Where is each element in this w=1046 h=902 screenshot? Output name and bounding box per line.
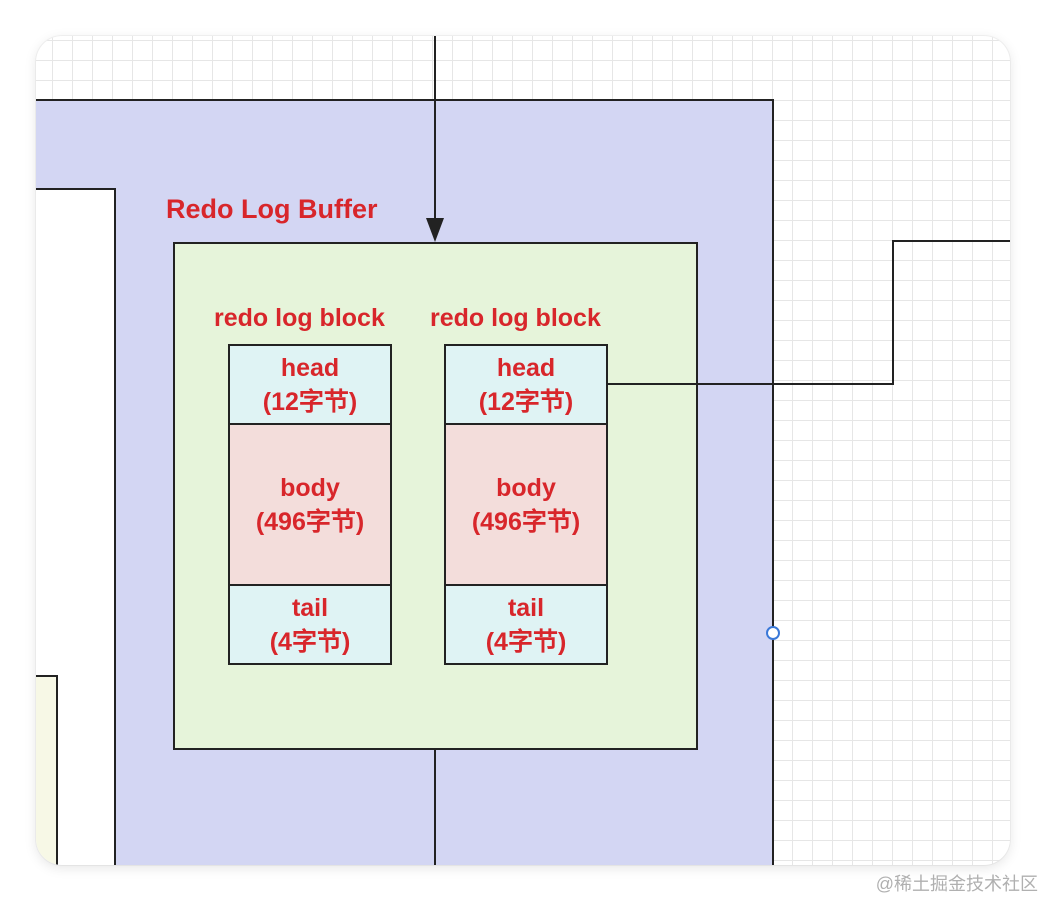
connector-line-vertical: [892, 240, 894, 385]
arrow-head-icon: [426, 218, 444, 242]
connector-line-top: [892, 240, 1010, 242]
block-tail-segment: tail (4字节): [230, 586, 390, 663]
buffer-title: Redo Log Buffer: [166, 194, 378, 224]
tail-size: (4字节): [269, 627, 351, 656]
block-label-2: redo log block: [430, 304, 601, 332]
block-head-segment: head (12字节): [446, 346, 606, 425]
body-size: (496字节): [255, 507, 365, 536]
head-name: head: [280, 353, 340, 382]
body-name: body: [496, 473, 556, 502]
diagram-canvas: Redo Log Buffer redo log block redo log …: [36, 36, 1010, 865]
tail-size: (4字节): [485, 627, 567, 656]
head-size: (12字节): [262, 387, 358, 416]
connector-line-horizontal: [608, 383, 894, 385]
block-tail-segment: tail (4字节): [446, 586, 606, 663]
block-body-segment: body (496字节): [230, 425, 390, 586]
block-label-1: redo log block: [214, 304, 385, 332]
watermark: @稀土掘金技术社区: [875, 874, 1038, 894]
connection-handle[interactable]: [766, 626, 780, 640]
block-head-segment: head (12字节): [230, 346, 390, 425]
incoming-arrow-line: [434, 36, 436, 224]
body-name: body: [280, 473, 340, 502]
head-name: head: [496, 353, 556, 382]
redo-log-block-2: head (12字节) body (496字节) tail (4字节): [444, 344, 608, 665]
body-size: (496字节): [471, 507, 581, 536]
tail-name: tail: [507, 593, 545, 622]
head-size: (12字节): [478, 387, 574, 416]
tail-name: tail: [291, 593, 329, 622]
redo-log-block-1: head (12字节) body (496字节) tail (4字节): [228, 344, 392, 665]
outgoing-line-bottom: [434, 750, 436, 865]
block-body-segment: body (496字节): [446, 425, 606, 586]
left-inner-panel: [36, 675, 58, 865]
